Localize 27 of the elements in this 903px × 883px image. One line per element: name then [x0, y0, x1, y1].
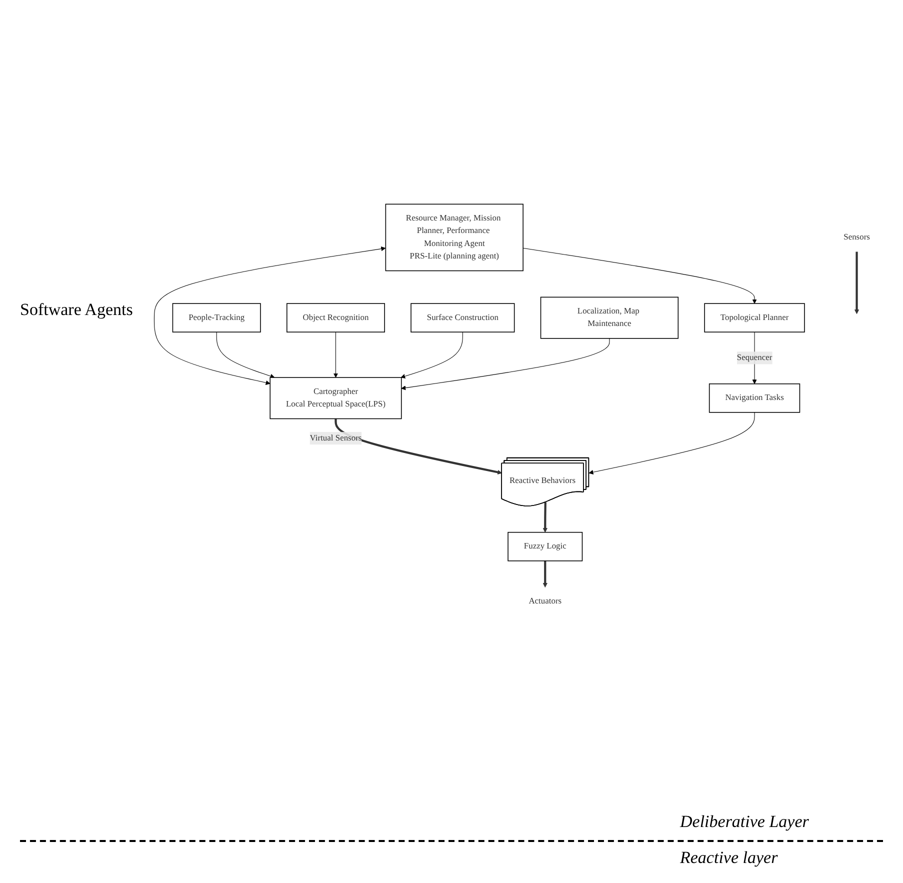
node-box: Cartographer Local Perceptual Space(LPS): [270, 377, 402, 420]
group-label: Software Agents: [20, 300, 133, 320]
node-box: Object Recognition: [286, 303, 385, 332]
layer-label: Reactive layer: [680, 848, 778, 868]
arrow: [334, 418, 502, 474]
arrow: [542, 502, 548, 533]
node-box: Topological Planner: [704, 303, 805, 332]
arrow: [401, 338, 610, 390]
edge-label: Sequencer: [736, 353, 772, 362]
arrow: [333, 332, 338, 378]
edge-label: Virtual Sensors: [310, 434, 362, 442]
arrow: [588, 412, 755, 474]
node-box: Navigation Tasks: [708, 383, 800, 413]
node-text: Actuators: [528, 596, 562, 606]
arrow: [522, 248, 757, 304]
node-box: People-Tracking: [172, 303, 261, 332]
arrow: [542, 560, 548, 588]
arrow: [854, 252, 860, 314]
node-text: Sensors: [844, 232, 870, 242]
arrow: [216, 332, 275, 378]
layer-label: Deliberative Layer: [680, 812, 809, 832]
node-box: Resource Manager, Mission Planner, Performance Monitoring Agent PRS-Lite (planning agent): [385, 204, 524, 272]
node-box: Surface Construction: [410, 303, 515, 332]
node-box: Fuzzy Logic: [508, 532, 583, 562]
arrow: [154, 246, 386, 385]
arrow: [400, 332, 463, 378]
node-box: Localization, Map Maintenance: [540, 296, 679, 339]
